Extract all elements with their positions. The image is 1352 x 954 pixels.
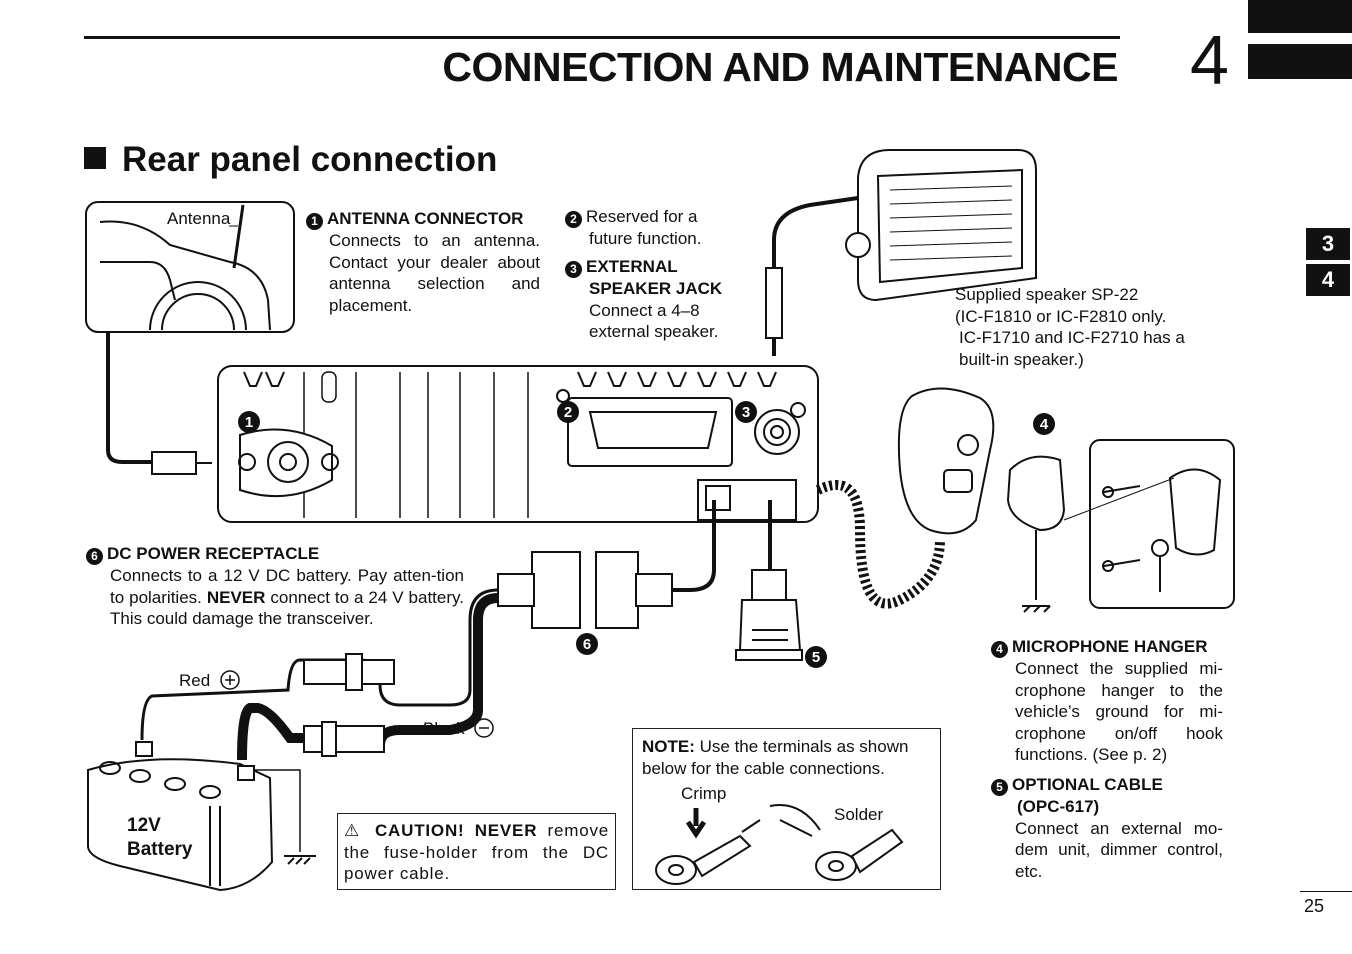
antenna-label: Antenna [167, 209, 231, 228]
speaker-note-line3: IC-F1710 and IC-F2710 has a [959, 328, 1185, 348]
dc-connector-female [595, 551, 639, 629]
antenna-connector-title: ANTENNA CONNECTOR [327, 209, 524, 228]
optional-cable-body: Connect an external mo-dem unit, dimmer … [1015, 818, 1223, 881]
red-label: Red [179, 671, 211, 690]
section-title: Rear panel connection [122, 140, 498, 179]
callout-4: 4 [1040, 416, 1049, 433]
optional-cable-model: (OPC-617) [1017, 797, 1100, 816]
dc-power-body-pre: Connects to a 12 V DC battery. Pay atten… [110, 566, 464, 607]
warning-triangle-icon: ⚠ [344, 821, 365, 840]
note-text: NOTE: Use the terminals as shown below f… [642, 736, 938, 779]
callout-2: 2 [564, 404, 572, 421]
num-4-icon: 4 [991, 641, 1008, 658]
battery-voltage-label: 12V [127, 815, 161, 836]
caution-body: remove the fuse-holder from the DC power… [344, 821, 610, 884]
num-5-icon: 5 [991, 779, 1008, 796]
num-1-icon: 1 [306, 213, 323, 230]
antenna-connector-icon [239, 428, 333, 498]
speaker-jack-icon [754, 409, 800, 455]
car-illustration [85, 201, 295, 333]
caution-box: ⚠ CAUTION! NEVER remove the fuse-holder … [337, 813, 616, 890]
crimp-label: Crimp [681, 784, 727, 803]
car-body-icon [99, 220, 271, 331]
dc-power-body: Connects to a 12 V DC battery. Pay atten… [110, 565, 464, 630]
bullet-square-icon [84, 147, 106, 169]
chapter-tab-top [1248, 0, 1352, 33]
speaker-note-line2: (IC-F1810 or IC-F2810 only. [955, 306, 1167, 326]
page-number-rule [1300, 891, 1352, 892]
antenna-connector-body: Connects to an antenna. Contact your dea… [329, 231, 540, 315]
ext-speaker-body2: external speaker. [589, 322, 719, 342]
optional-cable-title: OPTIONAL CABLE [1012, 775, 1163, 794]
header-rule [84, 36, 1120, 39]
speaker-note: Supplied speaker SP-22 (IC-F1810 or IC-F… [955, 284, 1215, 370]
side-tab-3[interactable]: 3 [1306, 228, 1350, 260]
microphone-icon [897, 387, 995, 535]
black-label: Black [423, 719, 465, 738]
ext-speaker-title1: EXTERNAL [586, 257, 678, 276]
dc-connector-male [531, 551, 581, 629]
mic-hanger-body: Connect the supplied mi-crophone hanger … [1015, 659, 1223, 765]
chapter-number: 4 [1190, 21, 1229, 99]
caution-label: CAUTION! NEVER [374, 821, 538, 840]
dc-power-title: DC POWER RECEPTACLE [107, 544, 320, 563]
num-3-icon: 3 [565, 261, 582, 278]
antenna-plug [151, 451, 197, 475]
speaker-note-line4: built-in speaker.) [959, 349, 1084, 369]
solder-label: Solder [834, 805, 884, 824]
page-number: 25 [1304, 896, 1325, 916]
callout-1: 1 [245, 414, 253, 431]
fuse-holder-lower [303, 725, 385, 753]
antenna-mast-icon [232, 204, 245, 269]
dc-power-body-post: connect to a 24 V battery. This could da… [110, 587, 464, 629]
num-6-icon: 6 [86, 548, 103, 565]
speaker-plug [765, 267, 783, 339]
mic-hanger-icon [1006, 455, 1066, 532]
accessory-port-icon [588, 411, 718, 449]
optional-cable-plug-icon [738, 599, 802, 651]
battery-icon [87, 758, 274, 892]
num-2-icon: 2 [565, 211, 582, 228]
battery-label: Battery [127, 839, 193, 860]
note-body: Use the terminals as shown below for the… [642, 737, 909, 778]
note-label: NOTE: [642, 737, 695, 756]
speaker-sp22-icon [857, 149, 1037, 302]
chapter-tab-bottom [1248, 44, 1352, 79]
caution-text: ⚠ CAUTION! NEVER remove the fuse-holder … [344, 820, 609, 885]
ext-speaker-title2: SPEAKER JACK [589, 279, 723, 298]
callout-5: 5 [812, 649, 820, 666]
callout-3: 3 [742, 404, 750, 421]
mic-hanger-title: MICROPHONE HANGER [1012, 637, 1208, 656]
dc-power-never: NEVER [206, 587, 266, 607]
page-title: CONNECTION AND MAINTENANCE [442, 44, 1118, 90]
ext-speaker-body1: Connect a 4–8 [589, 300, 700, 320]
side-tab-4[interactable]: 4 [1306, 264, 1350, 296]
speaker-note-line1: Supplied speaker SP-22 [955, 285, 1139, 304]
callout-6: 6 [583, 636, 591, 653]
reserved-line2: future function. [589, 229, 702, 248]
reserved-line1: Reserved for a [586, 207, 698, 226]
crimp-terminal-icon [655, 855, 697, 885]
note-box: NOTE: Use the terminals as shown below f… [632, 728, 941, 890]
section-heading: Rear panel connection [84, 140, 497, 180]
